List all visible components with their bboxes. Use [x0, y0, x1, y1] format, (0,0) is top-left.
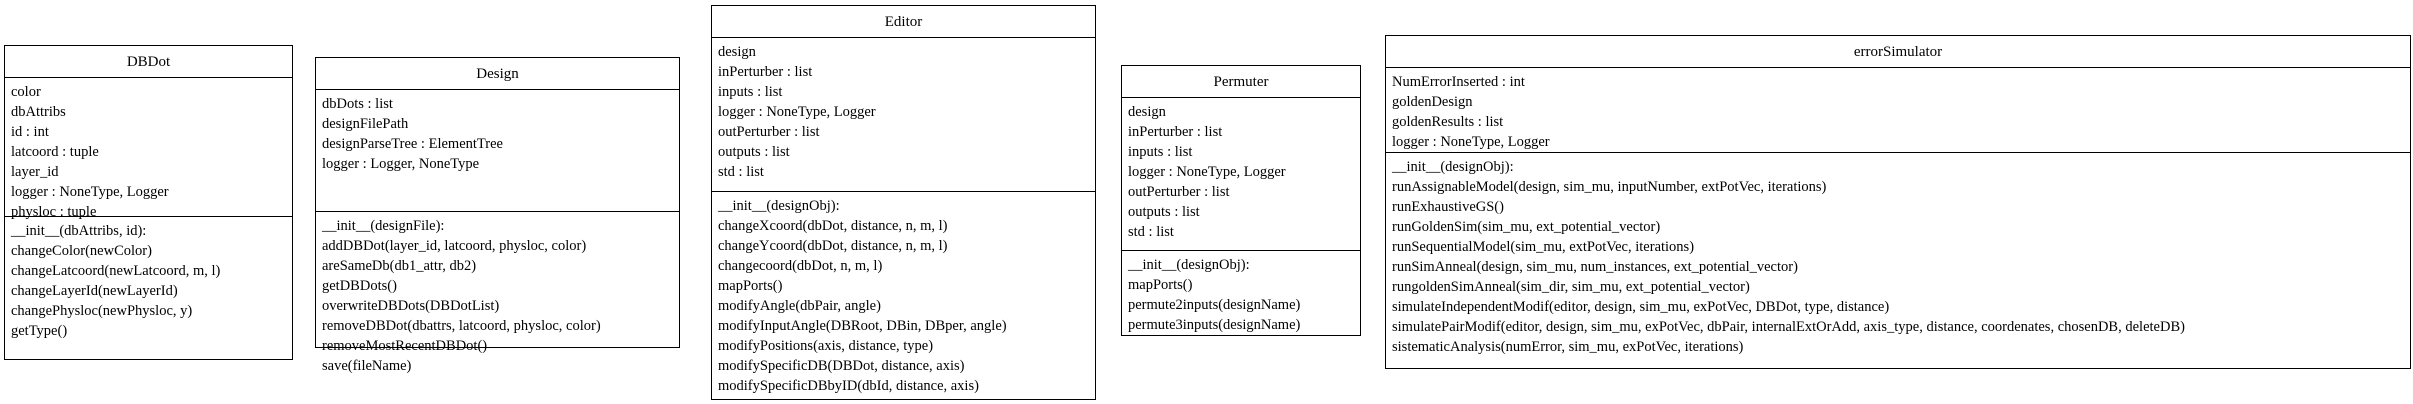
method: modifySpecificDBbyID(dbId, distance, axi…: [718, 378, 979, 394]
class-box-editor: Editor design inPerturber : list inputs : …: [711, 5, 1096, 400]
attribute: inputs : list: [718, 84, 783, 100]
method: changeLatcoord(newLatcoord, m, l): [11, 263, 221, 279]
class-box-design: Design dbDots : list designFilePath design…: [315, 57, 680, 374]
attribute: color: [11, 84, 41, 100]
attribute: outputs : list: [1128, 204, 1200, 220]
attribute: logger : NoneType, Logger: [1128, 164, 1286, 180]
method: __init__(designObj):: [1128, 257, 1250, 273]
attributes-section: NumErrorInserted : int goldenDesign golden…: [1386, 68, 2410, 153]
attribute: std : list: [718, 164, 764, 180]
attribute: std : list: [1128, 224, 1174, 240]
method: changecoord(dbDot, n, m, l): [718, 258, 883, 274]
method: runAssignableModel(design, sim_mu, input…: [1392, 179, 1827, 195]
methods-section: __init__(dbAttribs, id): changeColor(newC…: [5, 217, 292, 345]
method: changeYcoord(dbDot, distance, n, m, l): [718, 238, 948, 254]
method: overwriteDBDots(DBDotList): [322, 298, 500, 314]
method: permute3inputs(designName): [1128, 317, 1301, 333]
method: simulateIndependentModif(editor, design,…: [1392, 299, 1890, 315]
attribute: latcoord : tuple: [11, 144, 99, 160]
method: changeColor(newColor): [11, 243, 152, 259]
method: addDBDot(layer_id, latcoord, physloc, co…: [322, 238, 587, 254]
attribute: design: [718, 44, 756, 60]
methods-section: __init__(designObj): changeXcoord(dbDot, …: [712, 192, 1095, 400]
attribute: dbDots : list: [322, 96, 393, 112]
method: permute2inputs(designName): [1128, 297, 1301, 313]
method: areSameDb(db1_attr, db2): [322, 258, 477, 274]
method: rungoldenSimAnneal(sim_dir, sim_mu, ext_…: [1392, 279, 1750, 295]
class-box-dbdot: DBDot color dbAttribs id : int latcoord : t…: [4, 45, 293, 360]
method: modifySpecificDB(DBDot, distance, axis): [718, 358, 965, 374]
attribute: goldenDesign: [1392, 94, 1473, 110]
attribute: logger : Logger, NoneType: [322, 156, 480, 172]
attribute: physloc : tuple: [11, 204, 97, 220]
method: runSequentialModel(sim_mu, extPotVec, it…: [1392, 239, 1695, 255]
class-box-permuter: Permuter design inPerturber : list inputs …: [1121, 65, 1361, 336]
attribute: designParseTree : ElementTree: [322, 136, 503, 152]
method: changeXcoord(dbDot, distance, n, m, l): [718, 218, 948, 234]
method: runGoldenSim(sim_mu, ext_potential_vecto…: [1392, 219, 1661, 235]
method: __init__(dbAttribs, id):: [11, 223, 147, 239]
class-name: Editor: [712, 6, 1095, 38]
methods-section: __init__(designFile): addDBDot(layer_id, …: [316, 212, 679, 380]
method: getDBDots(): [322, 278, 397, 294]
attribute: inPerturber : list: [1128, 124, 1223, 140]
attribute: inPerturber : list: [718, 64, 813, 80]
method: __init__(designFile):: [322, 218, 445, 234]
class-name: DBDot: [5, 46, 292, 78]
attribute: id : int: [11, 124, 49, 140]
attributes-section: color dbAttribs id : int latcoord : tuple la…: [5, 78, 292, 220]
attribute: outPerturber : list: [1128, 184, 1230, 200]
attributes-section: dbDots : list designFilePath designParseTr…: [316, 90, 679, 212]
method: getType(): [11, 323, 68, 339]
method: simulatePairModif(editor, design, sim_mu…: [1392, 319, 2185, 335]
method: __init__(designObj):: [1392, 159, 1514, 175]
attribute: designFilePath: [322, 116, 409, 132]
attribute: logger : NoneType, Logger: [11, 184, 169, 200]
attribute: logger : NoneType, Logger: [718, 104, 876, 120]
attribute: goldenResults : list: [1392, 114, 1504, 130]
attribute: dbAttribs: [11, 104, 66, 120]
method: mapPorts(): [718, 278, 783, 294]
method: removeMostRecentDBDot(): [322, 338, 488, 354]
attribute: outPerturber : list: [718, 124, 820, 140]
method: save(fileName): [322, 358, 412, 374]
class-box-errorsimulator: errorSimulator NumErrorInserted : int gol…: [1385, 35, 2411, 369]
method: runSimAnneal(design, sim_mu, num_instanc…: [1392, 259, 1798, 275]
class-name: errorSimulator: [1386, 36, 2410, 68]
attributes-section: design inPerturber : list inputs : list log…: [1122, 98, 1360, 251]
attribute: outputs : list: [718, 144, 790, 160]
attribute: logger : NoneType, Logger: [1392, 134, 1550, 150]
attributes-section: design inPerturber : list inputs : list log…: [712, 38, 1095, 192]
method: modifyInputAngle(DBRoot, DBin, DBper, an…: [718, 318, 1007, 334]
method: runExhaustiveGS(): [1392, 199, 1504, 215]
class-name: Design: [316, 58, 679, 90]
method: removeDBDot(dbattrs, latcoord, physloc, …: [322, 318, 601, 334]
method: changeLayerId(newLayerId): [11, 283, 178, 299]
method: sistematicAnalysis(numError, sim_mu, exP…: [1392, 339, 1744, 355]
method: __init__(designObj):: [718, 198, 840, 214]
method: modifyPositions(axis, distance, type): [718, 338, 934, 354]
methods-section: __init__(designObj): mapPorts() permute2in…: [1122, 251, 1360, 339]
class-name: Permuter: [1122, 66, 1360, 98]
method: modifyAngle(dbPair, angle): [718, 298, 881, 314]
attribute: inputs : list: [1128, 144, 1193, 160]
attribute: NumErrorInserted : int: [1392, 74, 1525, 90]
method: mapPorts(): [1128, 277, 1193, 293]
methods-section: __init__(designObj): runAssignableModel(d…: [1386, 153, 2410, 361]
method: changePhysloc(newPhysloc, y): [11, 303, 193, 319]
attribute: design: [1128, 104, 1166, 120]
attribute: layer_id: [11, 164, 59, 180]
